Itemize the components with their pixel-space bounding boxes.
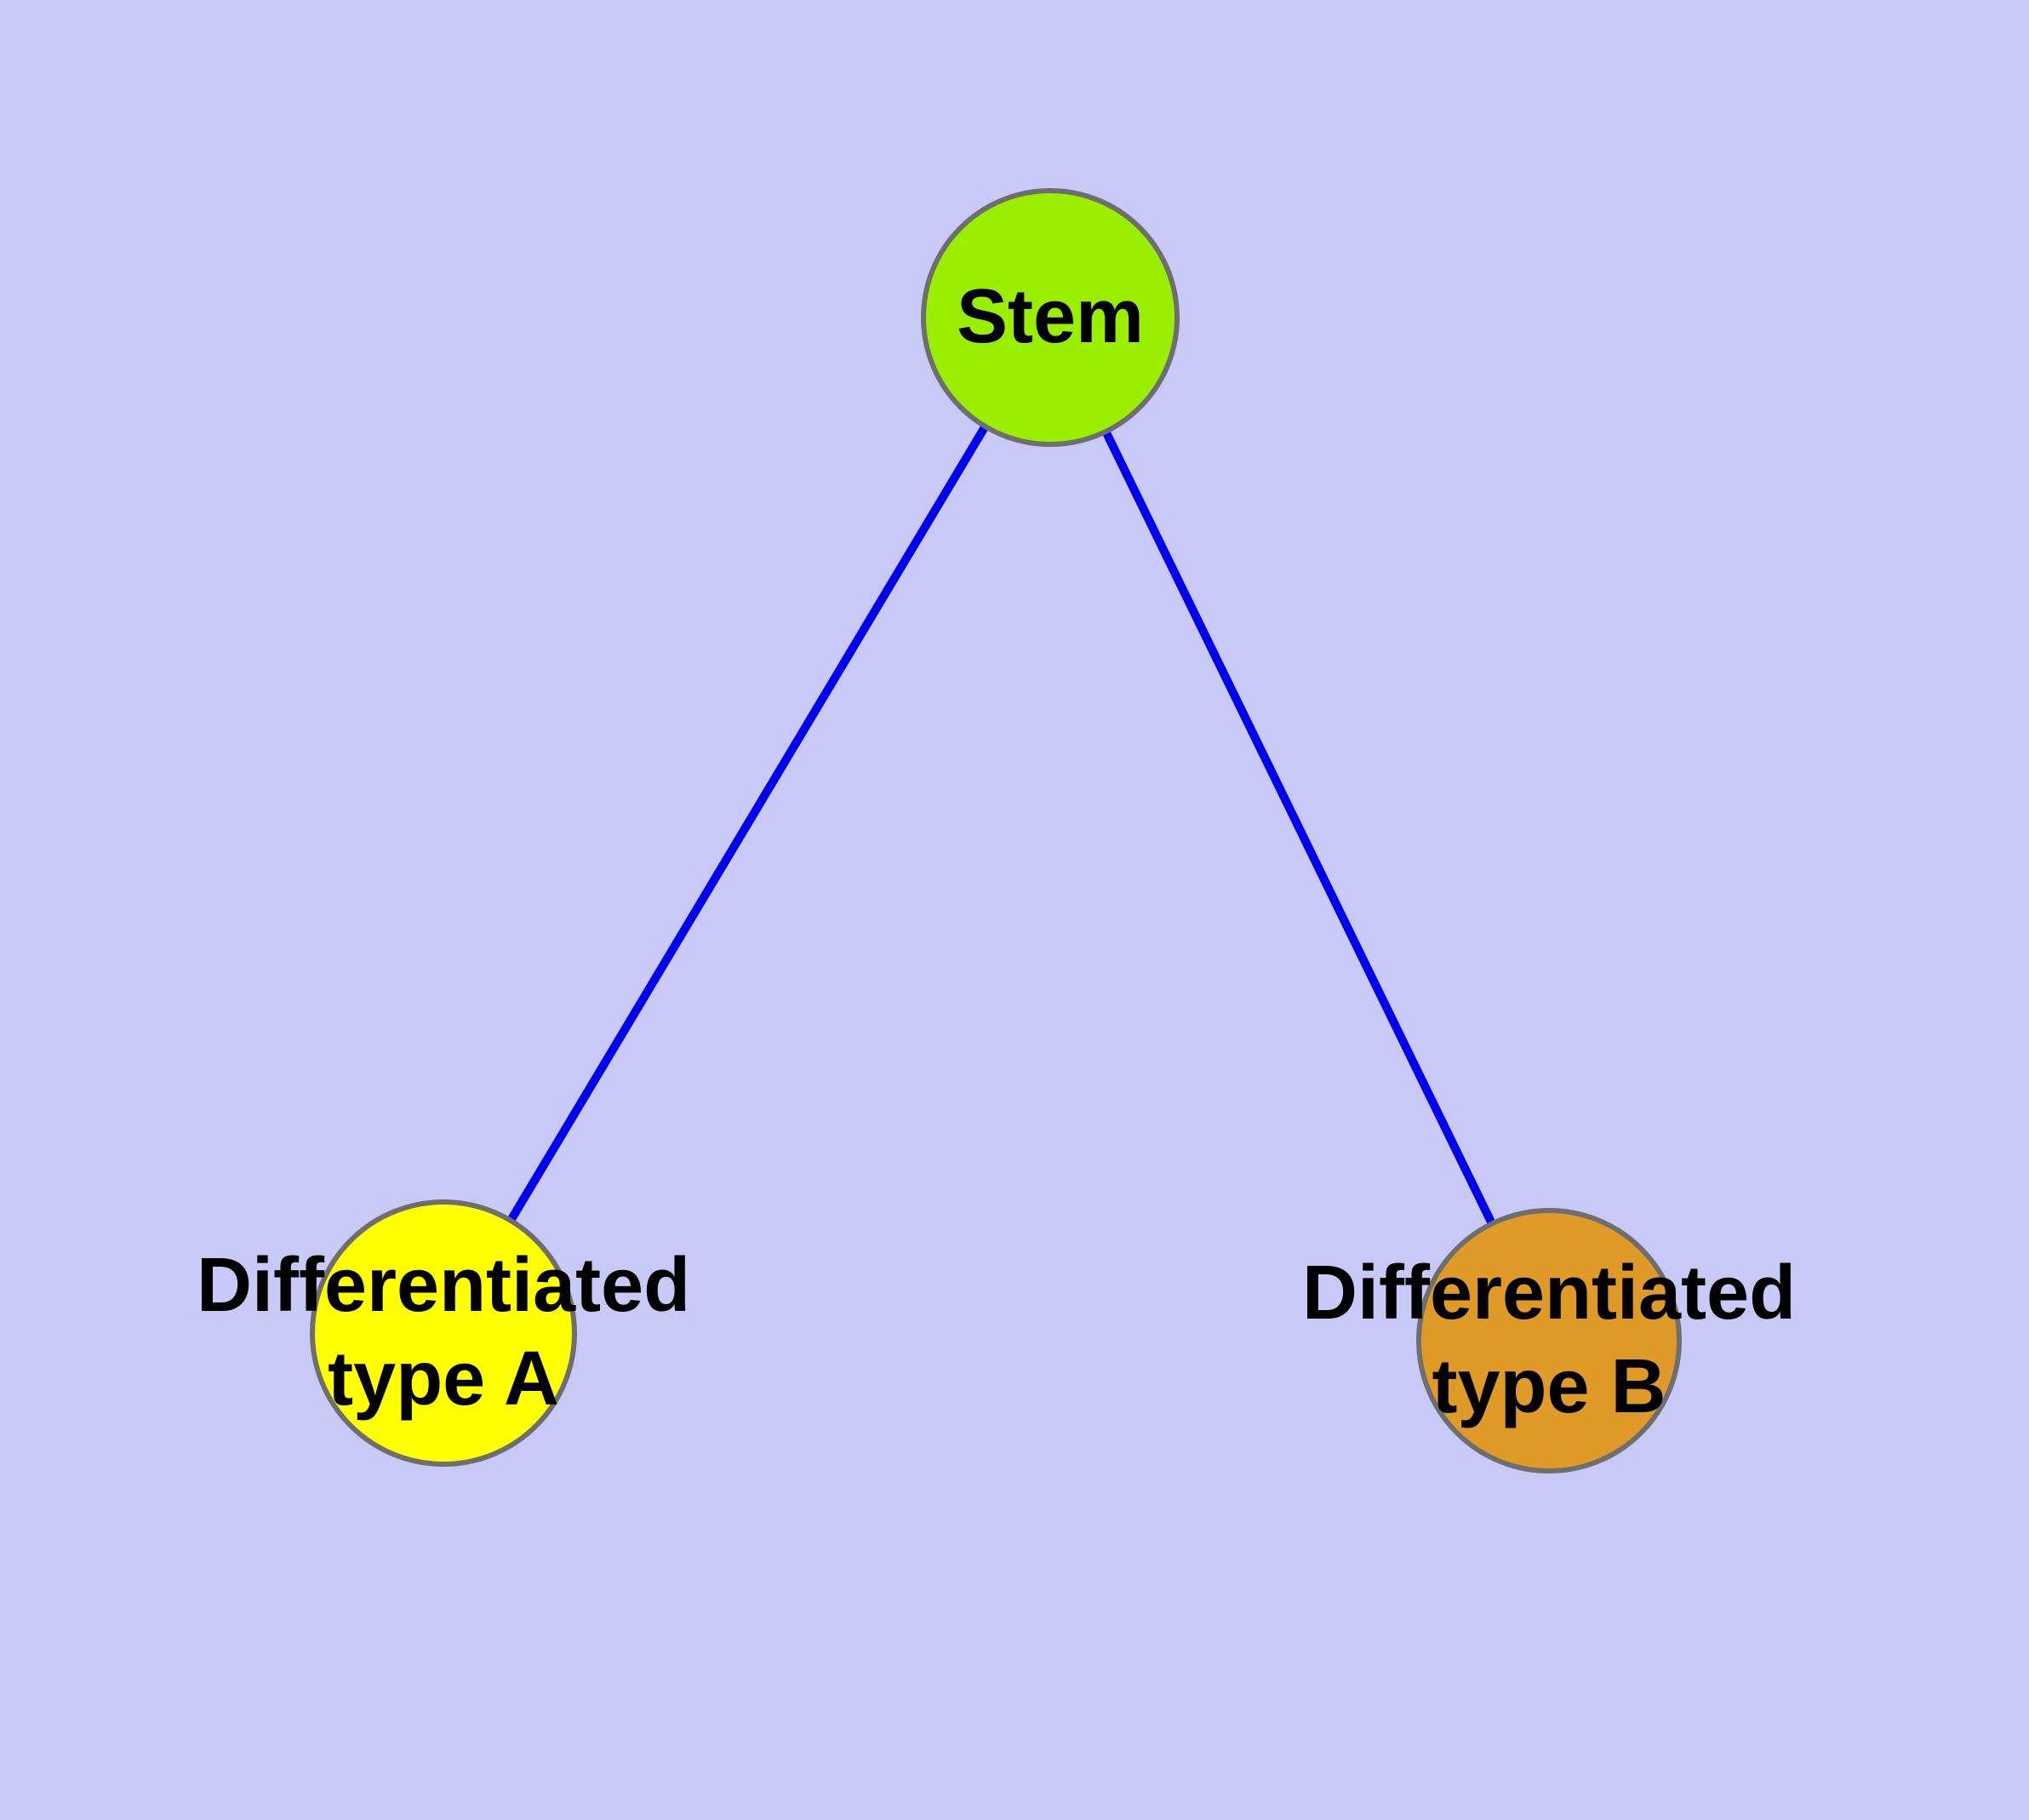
graph-node-stem[interactable] — [921, 188, 1180, 447]
edges-layer — [439, 315, 1553, 1343]
graph-node-diff_b[interactable] — [1416, 1208, 1682, 1474]
graph-edge-stem-to-diff_a[interactable] — [439, 315, 1055, 1336]
graph-node-diff_a[interactable] — [310, 1199, 577, 1467]
nodes-layer — [310, 188, 1682, 1474]
graph-edge-stem-to-diff_b[interactable] — [1046, 315, 1553, 1343]
